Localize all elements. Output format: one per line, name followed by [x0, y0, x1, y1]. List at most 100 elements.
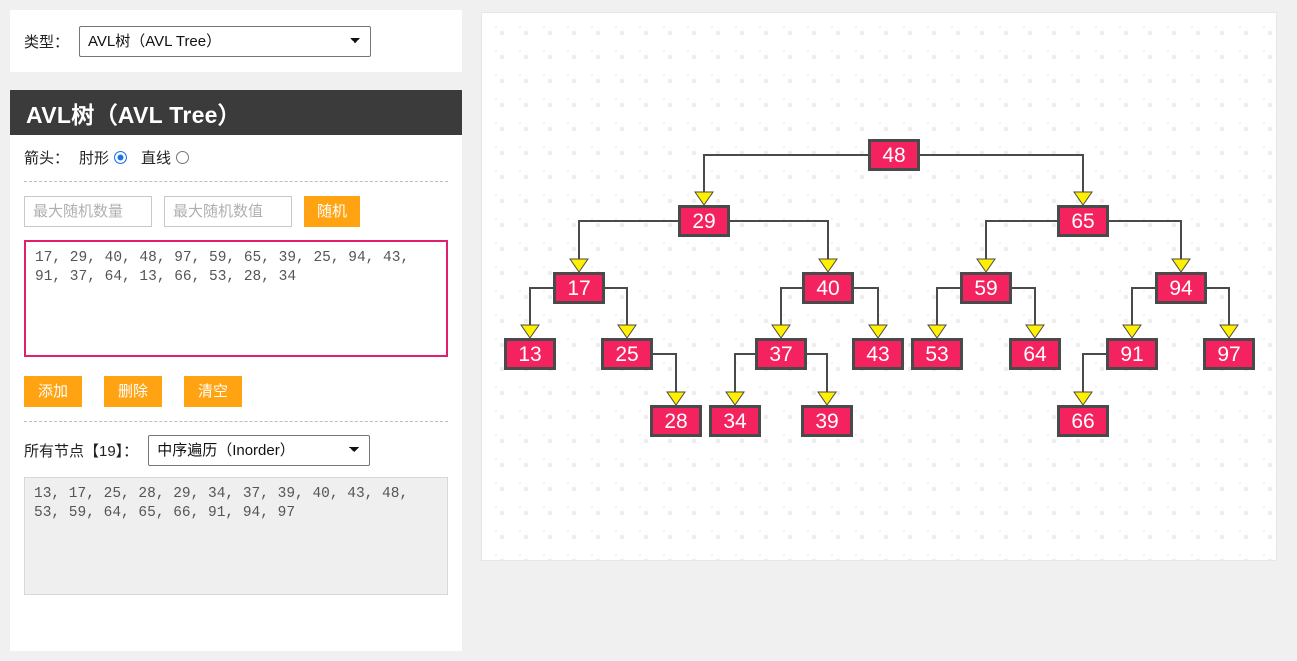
add-button[interactable]: 添加	[24, 376, 83, 407]
clear-button[interactable]: 清空	[184, 376, 243, 407]
tree-node-label: 17	[567, 276, 591, 300]
data-input-textarea[interactable]	[24, 240, 448, 357]
tree-node-97[interactable]: 97	[1203, 338, 1255, 370]
tree-node-13[interactable]: 13	[504, 338, 556, 370]
tree-node-label: 97	[1217, 342, 1241, 366]
tree-edge-65-59	[985, 220, 1057, 260]
arrow-label: 箭头：	[24, 150, 70, 167]
arrowhead-icon	[868, 324, 888, 339]
tree-node-64[interactable]: 64	[1009, 338, 1061, 370]
arrowhead-icon	[1219, 324, 1239, 339]
tree-node-label: 53	[925, 342, 949, 366]
action-buttons-row: 添加 删除 清空	[10, 362, 462, 421]
tree-edge-17-25	[605, 287, 628, 326]
type-select[interactable]: AVL树（AVL Tree）	[79, 25, 372, 57]
divider-top	[24, 181, 448, 182]
dot-grid-background	[482, 13, 1276, 560]
radio-elbow-icon[interactable]	[114, 151, 128, 164]
arrowhead-icon	[1025, 324, 1045, 339]
tree-node-label: 40	[816, 276, 840, 300]
left-control-column: 类型： AVL树（AVL Tree） AVL树（AVL Tree） 箭头： 肘形…	[10, 10, 462, 651]
tree-edge-29-40	[730, 220, 829, 260]
tree-node-label: 48	[882, 143, 906, 167]
arrowhead-icon	[1122, 324, 1142, 339]
tree-edge-17-13	[529, 287, 553, 326]
tree-node-label: 64	[1023, 342, 1047, 366]
arrowhead-icon	[927, 324, 947, 339]
arrow-option-straight[interactable]: 直线	[141, 147, 190, 168]
tree-node-94[interactable]: 94	[1155, 272, 1207, 304]
tree-node-28[interactable]: 28	[650, 405, 702, 437]
tree-node-59[interactable]: 59	[960, 272, 1012, 304]
arrowhead-icon	[771, 324, 791, 339]
tree-node-17[interactable]: 17	[553, 272, 605, 304]
arrowhead-icon	[817, 391, 837, 406]
tree-edge-59-64	[1012, 287, 1036, 326]
arrowhead-icon	[725, 391, 745, 406]
tree-node-label: 39	[815, 409, 839, 433]
arrowhead-icon	[818, 258, 838, 273]
tree-node-43[interactable]: 43	[852, 338, 904, 370]
divider-bottom	[24, 421, 448, 422]
tree-edge-40-43	[854, 287, 879, 326]
tree-node-29[interactable]: 29	[678, 205, 730, 237]
tree-node-label: 94	[1169, 276, 1193, 300]
tree-node-66[interactable]: 66	[1057, 405, 1109, 437]
arrowhead-icon	[694, 191, 714, 206]
tree-node-label: 13	[518, 342, 542, 366]
tree-canvas[interactable]: 48 29 65 17 40 59 94 13 25 37 43 53 64 91 97 28 34 39 66	[481, 12, 1277, 561]
tree-edge-40-37	[780, 287, 802, 326]
traversal-output-textarea[interactable]	[24, 477, 448, 595]
arrowhead-icon	[666, 391, 686, 406]
tree-edge-48-29	[703, 154, 868, 193]
tree-node-label: 43	[866, 342, 890, 366]
tree-edge-29-17	[578, 220, 678, 260]
arrow-option-straight-label: 直线	[141, 150, 172, 167]
panel-title: AVL树（AVL Tree）	[10, 90, 462, 135]
tree-edge-37-39	[807, 353, 828, 393]
arrow-option-elbow[interactable]: 肘形	[79, 147, 128, 168]
all-nodes-label: 所有节点【19】：	[24, 443, 139, 460]
tree-node-37[interactable]: 37	[755, 338, 807, 370]
tree-node-label: 65	[1071, 209, 1095, 233]
random-max-input[interactable]	[164, 196, 292, 227]
tree-node-39[interactable]: 39	[801, 405, 853, 437]
arrow-style-row: 箭头： 肘形 直线	[10, 135, 462, 181]
tree-node-91[interactable]: 91	[1106, 338, 1158, 370]
arrowhead-icon	[976, 258, 996, 273]
tree-edge-65-94	[1109, 220, 1182, 260]
arrow-option-elbow-label: 肘形	[79, 150, 110, 167]
arrowhead-icon	[1171, 258, 1191, 273]
type-panel: 类型： AVL树（AVL Tree）	[10, 10, 462, 72]
random-button[interactable]: 随机	[304, 196, 361, 227]
tree-node-25[interactable]: 25	[601, 338, 653, 370]
tree-node-65[interactable]: 65	[1057, 205, 1109, 237]
traversal-row: 所有节点【19】： 中序遍历（Inorder）	[10, 422, 462, 466]
tree-edge-91-66	[1082, 353, 1106, 393]
tree-node-40[interactable]: 40	[802, 272, 854, 304]
arrowhead-icon	[1073, 391, 1093, 406]
radio-straight-icon[interactable]	[176, 151, 190, 164]
tree-node-34[interactable]: 34	[709, 405, 761, 437]
tree-edge-59-53	[936, 287, 960, 326]
tree-node-label: 29	[692, 209, 716, 233]
tree-node-48[interactable]: 48	[868, 139, 920, 171]
delete-button[interactable]: 删除	[104, 376, 163, 407]
tree-node-53[interactable]: 53	[911, 338, 963, 370]
random-count-input[interactable]	[24, 196, 152, 227]
arrowhead-icon	[520, 324, 540, 339]
tree-edge-94-97	[1207, 287, 1230, 326]
arrowhead-icon	[617, 324, 637, 339]
type-label: 类型：	[24, 33, 70, 51]
tree-node-label: 34	[723, 409, 747, 433]
tree-node-label: 37	[769, 342, 793, 366]
tree-node-label: 25	[615, 342, 639, 366]
tree-node-label: 66	[1071, 409, 1095, 433]
tree-edge-25-28	[653, 353, 677, 393]
tree-node-label: 28	[664, 409, 688, 433]
tree-edge-37-34	[734, 353, 755, 393]
traversal-order-select[interactable]: 中序遍历（Inorder）	[148, 435, 371, 466]
arrowhead-icon	[1073, 191, 1093, 206]
random-generate-row: 随机	[10, 182, 462, 227]
